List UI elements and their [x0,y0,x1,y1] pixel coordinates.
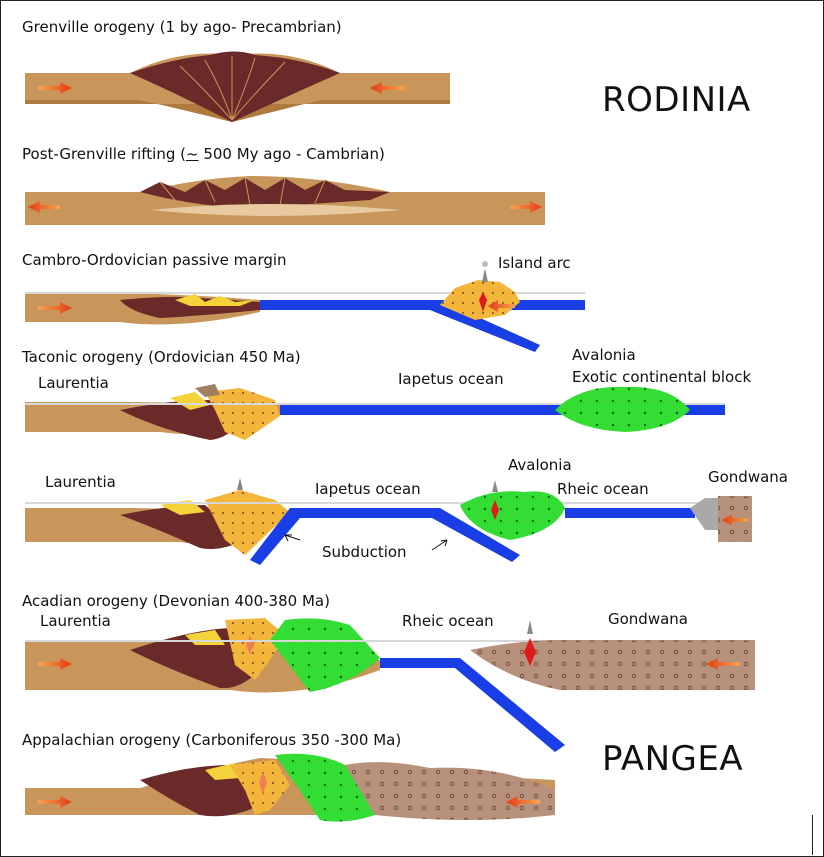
stage-2-title: Post-Grenville rifting (~ 500 My ago - C… [22,147,385,162]
volcano-plume [482,261,488,267]
rodinia-label: RODINIA [602,83,751,117]
iapetus-label: Iapetus ocean [315,482,421,497]
volcano-icon [527,620,533,634]
stage-2-rifting [25,176,545,225]
stage-2-title-approx: ~ [186,145,199,163]
rheic-label: Rheic ocean [402,614,494,629]
stage-2-title-post: 500 My ago - Cambrian) [199,145,385,163]
pangea-label: PANGEA [602,742,743,776]
gondwana-label: Gondwana [708,470,788,485]
stage-1-grenville [25,52,450,123]
volcano-icon [237,478,243,490]
stage-4-title: Taconic orogeny (Ordovician 450 Ma) [22,350,301,365]
subduction-pointer-left [285,535,300,541]
stage-7-title: Appalachian orogeny (Carboniferous 350 -… [22,733,401,748]
avalonia-label: Avalonia [572,348,636,363]
laurentia-label: Laurentia [45,475,116,490]
stage-6-title: Acadian orogeny (Devonian 400-380 Ma) [22,594,330,609]
stage-2-title-pre: Post-Grenville rifting ( [22,145,186,163]
stage-4-taconic [25,384,725,440]
avalonia-texture [555,387,690,432]
rheic-oceanic-crust [565,508,695,518]
volcano-icon [482,268,488,282]
avalonia-label: Avalonia [508,458,572,473]
laurentia-label: Laurentia [40,614,111,629]
stage-3-passive-margin [25,261,585,352]
exotic-block-label: Exotic continental block [572,370,751,385]
subduction-pointer-right [432,540,447,550]
sea-surface [25,502,745,504]
gondwana-texture [345,762,555,820]
subduction-label: Subduction [322,545,407,560]
slate-block [195,384,220,397]
stage-1-title: Grenville orogeny (1 by ago- Precambrian… [22,20,342,35]
stage-3-title: Cambro-Ordovician passive margin [22,253,287,268]
rheic-label: Rheic ocean [557,482,649,497]
iapetus-label: Iapetus ocean [398,372,504,387]
volcano-icon [492,480,498,492]
laurentia-label: Laurentia [38,376,109,391]
gondwana-label: Gondwana [608,612,688,627]
island-arc-label: Island arc [498,256,571,271]
stage-7-appalachian [25,754,555,822]
